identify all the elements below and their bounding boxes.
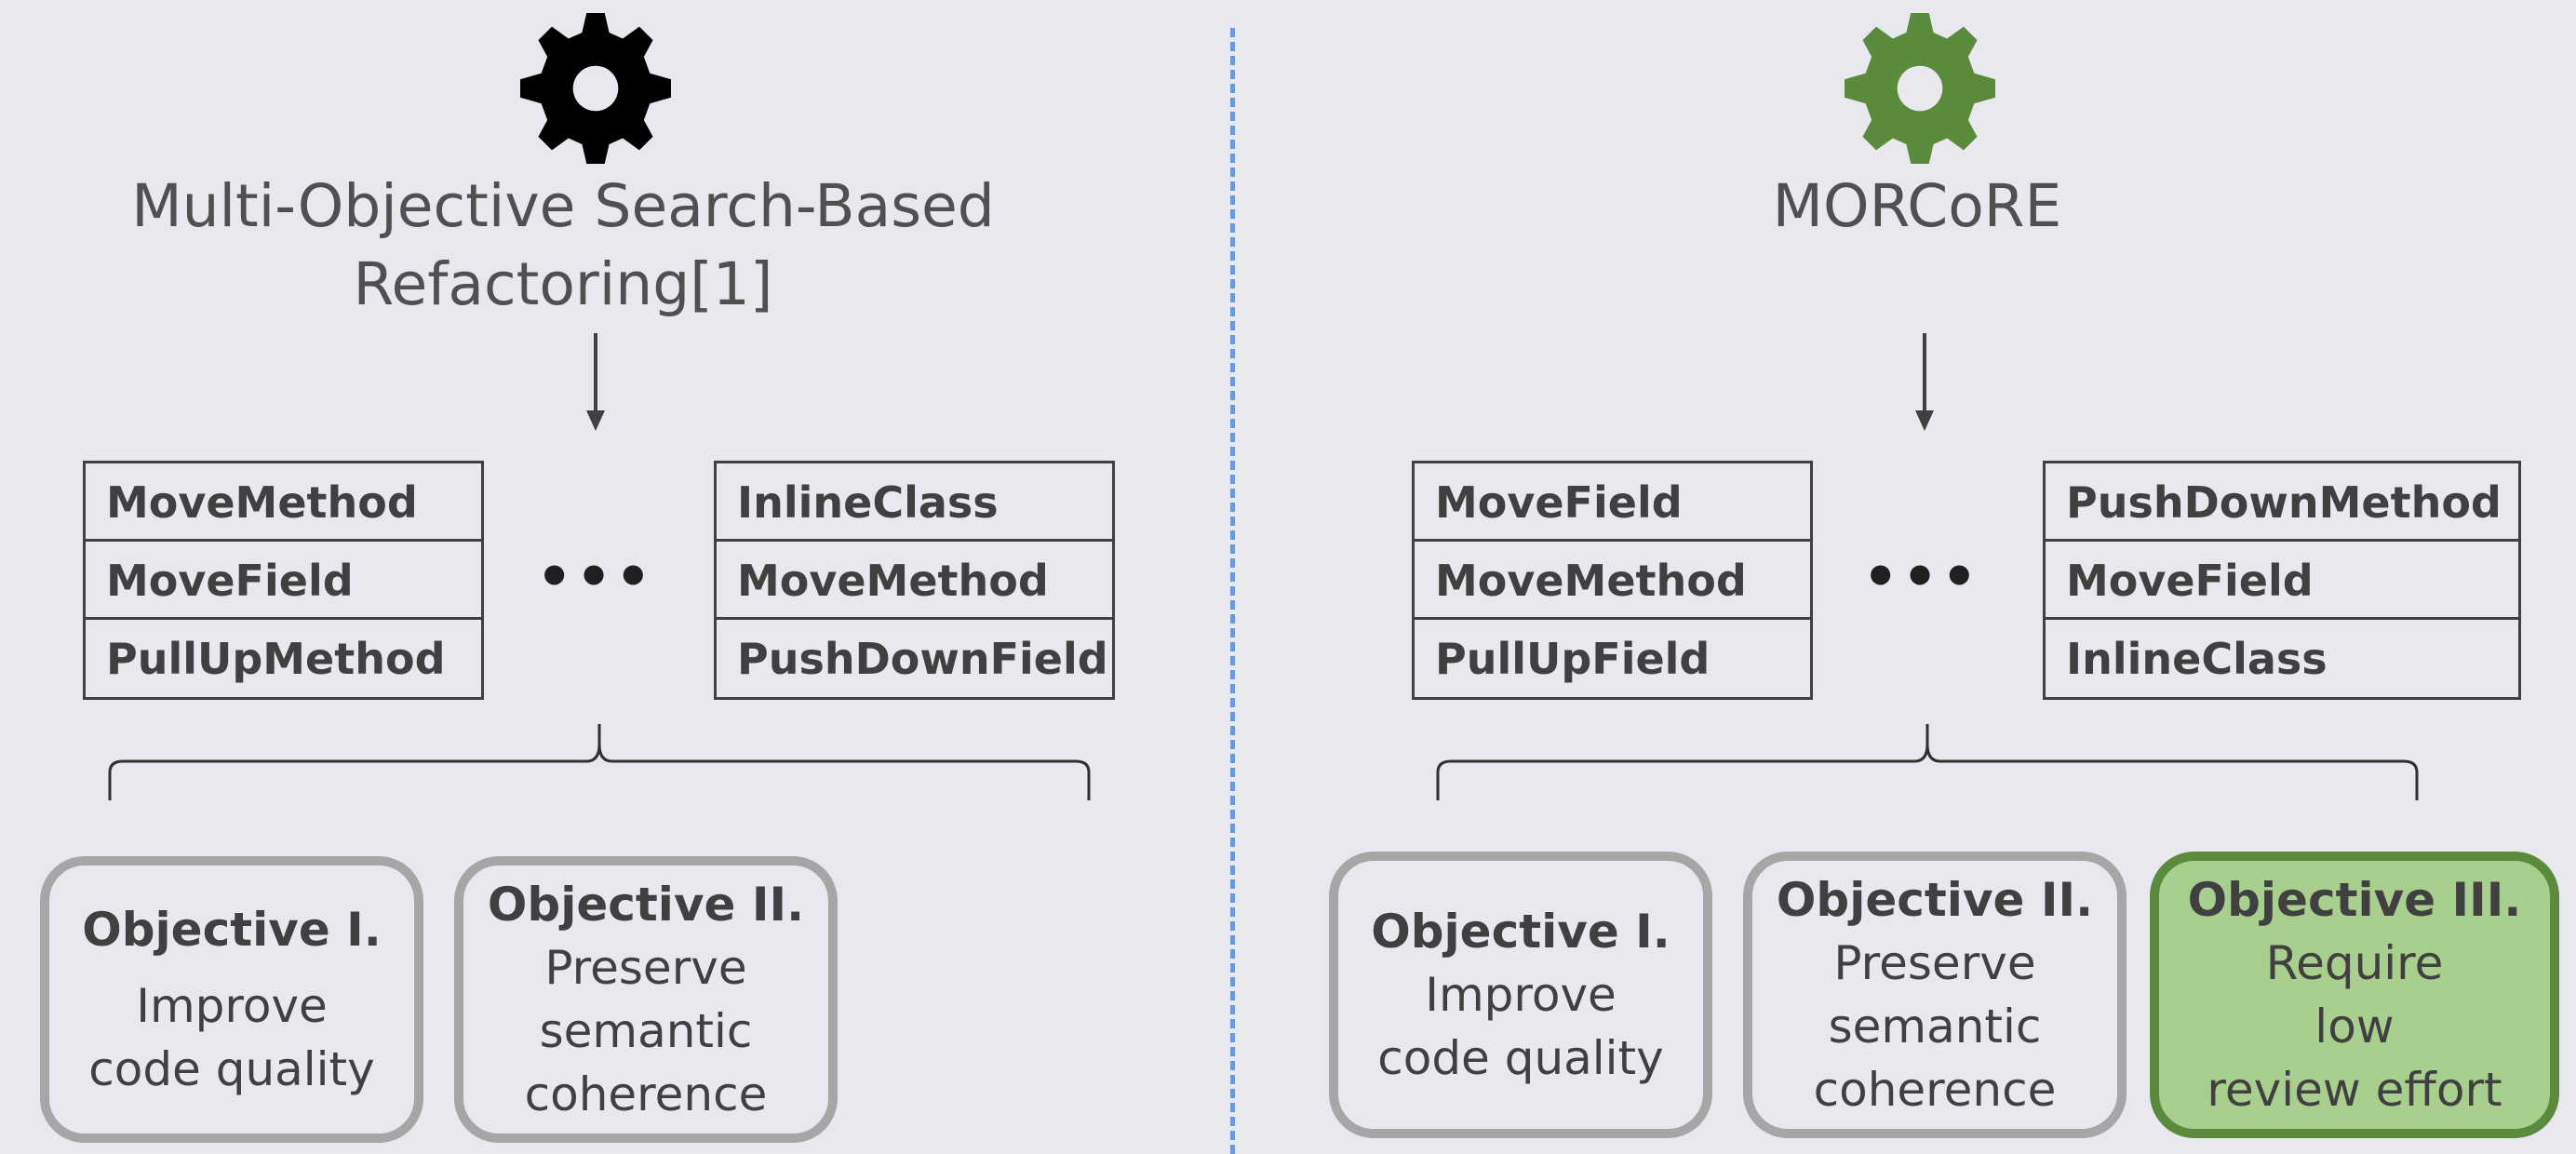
left-objective-1-desc-1: Improve: [136, 979, 328, 1033]
right-objective-1-desc-2: code quality: [1377, 1031, 1664, 1085]
right-objective-2-desc-1: Preserve: [1833, 936, 2036, 990]
right-objective-3-desc-2: low: [2314, 1000, 2395, 1053]
left-solution-table-1: MoveMethod MoveField PullUpMethod: [83, 461, 484, 700]
right-down-arrow: [1915, 333, 1934, 431]
right-objective-1: Objective I. Improve code quality: [1329, 852, 1712, 1138]
left-objective-2-desc-1: Preserve: [544, 941, 747, 995]
right-objective-3-desc-3: review effort: [2207, 1063, 2502, 1117]
right-objective-3-desc-1: Require: [2265, 936, 2444, 990]
right-objective-3-title: Objective III.: [2187, 873, 2522, 927]
gear-icon: [1845, 13, 1995, 164]
left-sol1-item-3: PullUpMethod: [106, 634, 446, 684]
left-title: Multi-Objective Search-Based Refactoring…: [56, 168, 1070, 324]
left-objective-2-desc-3: coherence: [524, 1067, 768, 1121]
right-grouping-brace: [1436, 724, 2419, 800]
right-objective-1-desc-1: Improve: [1425, 968, 1617, 1022]
right-solution-table-1: MoveField MoveMethod PullUpField: [1412, 461, 1813, 700]
right-title: MORCoRE: [1638, 168, 2196, 246]
left-solution-table-2: InlineClass MoveMethod PushDownField: [714, 461, 1115, 700]
left-sol1-item-2: MoveField: [86, 542, 481, 620]
right-title-line-1: MORCoRE: [1772, 172, 2062, 240]
panel-divider: [1230, 28, 1235, 1154]
left-grouping-brace: [108, 724, 1091, 800]
right-objective-2-title: Objective II.: [1776, 873, 2094, 927]
right-sol2-item-3: InlineClass: [2066, 634, 2328, 684]
right-sol2-item-2: MoveField: [2046, 542, 2518, 620]
right-sol1-item-1: MoveField: [1415, 463, 1810, 542]
left-sol2-item-3: PushDownField: [737, 634, 1108, 684]
left-objective-2: Objective II. Preserve semantic coherenc…: [454, 856, 838, 1143]
right-objective-1-title: Objective I.: [1371, 905, 1670, 959]
left-sol1-item-1: MoveMethod: [86, 463, 481, 542]
gear-icon-shape: [1845, 13, 1995, 164]
right-objective-2-desc-2: semantic: [1828, 1000, 2042, 1053]
left-ellipsis: •••: [536, 544, 655, 610]
right-objective-3-highlighted: Objective III. Require low review effort: [2150, 852, 2559, 1138]
gear-icon-shape: [520, 13, 671, 164]
right-solution-table-2: PushDownMethod MoveField InlineClass: [2043, 461, 2521, 700]
left-title-line-1: Multi-Objective Search-Based: [131, 172, 995, 240]
gear-icon: [520, 13, 671, 164]
left-down-arrow: [586, 333, 605, 431]
right-ellipsis: •••: [1862, 544, 1981, 610]
left-objective-1-title: Objective I.: [82, 903, 382, 957]
left-objective-1: Objective I. Improve code quality: [40, 856, 423, 1143]
right-sol2-item-1: PushDownMethod: [2046, 463, 2518, 542]
left-title-line-2: Refactoring[1]: [353, 250, 773, 318]
right-objective-2: Objective II. Preserve semantic coherenc…: [1743, 852, 2127, 1138]
right-objective-2-desc-3: coherence: [1813, 1063, 2057, 1117]
right-sol1-item-2: MoveMethod: [1415, 542, 1810, 620]
left-sol2-item-2: MoveMethod: [717, 542, 1112, 620]
left-sol2-item-1: InlineClass: [717, 463, 1112, 542]
left-objective-2-desc-2: semantic: [539, 1004, 753, 1058]
left-objective-1-desc-2: code quality: [88, 1042, 375, 1096]
left-objective-2-title: Objective II.: [487, 878, 805, 932]
right-sol1-item-3: PullUpField: [1435, 634, 1711, 684]
